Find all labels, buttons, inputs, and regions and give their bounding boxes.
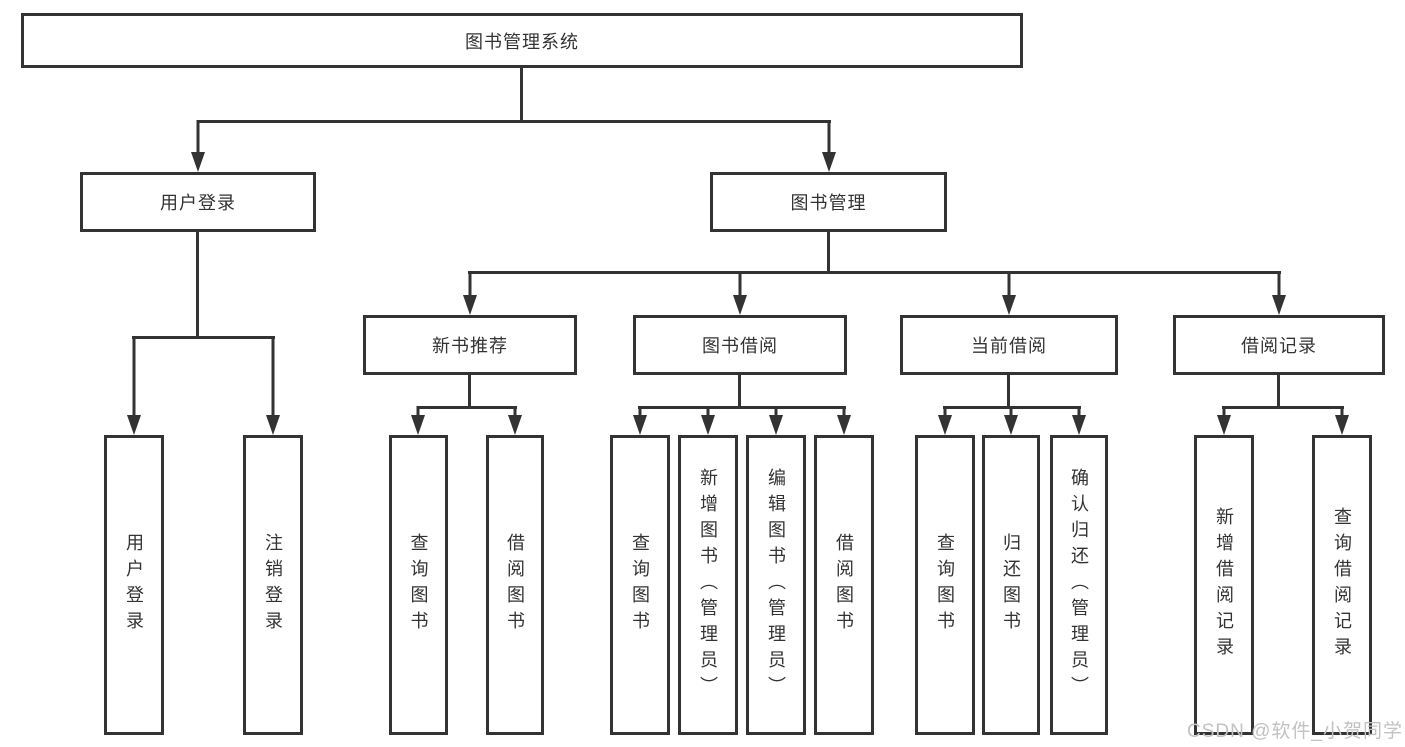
leaf-edit-books-admin: 编辑图书（管理员）: [746, 435, 806, 735]
node-label: 查询图书: [408, 533, 429, 637]
node-label: 确认归还（管理员）: [1069, 468, 1089, 702]
connector-arrow-down: [1004, 406, 1018, 435]
connector-arrow-down: [633, 406, 647, 435]
leaf-logout: 注销登录: [243, 435, 303, 735]
node-label: 查询图书: [935, 533, 955, 637]
connector-arrow-down: [463, 271, 477, 315]
connector-vline: [1007, 375, 1010, 406]
connector-vline: [1277, 375, 1280, 406]
node-label: 归还图书: [1001, 533, 1021, 637]
connector-arrow-down: [1072, 406, 1086, 435]
node-label: 图书管理: [790, 193, 867, 213]
leaf-user-login: 用户登录: [104, 435, 164, 735]
leaf-return-books: 归还图书: [982, 435, 1040, 735]
connector-hline: [1222, 406, 1344, 409]
connector-arrow-down: [837, 406, 851, 435]
leaf-query-borrow-record: 查询借阅记录: [1312, 435, 1372, 735]
node-label: 查询图书: [630, 533, 650, 637]
leaf-borrow-books-recommend: 借阅图书: [486, 435, 544, 735]
node-label: 图书借阅: [702, 336, 778, 356]
node-label: 借阅记录: [1241, 336, 1317, 356]
leaf-add-borrow-record: 新增借阅记录: [1194, 435, 1254, 735]
node-label: 新增借阅记录: [1214, 507, 1234, 663]
node-new-book-recommend: 新书推荐: [363, 315, 577, 375]
connector-arrow-down: [938, 406, 952, 435]
node-label: 借阅图书: [505, 533, 525, 637]
node-book-management: 图书管理: [710, 172, 947, 232]
node-label: 注销登录: [263, 533, 283, 637]
connector-arrow-down: [769, 406, 783, 435]
connector-arrow-down: [508, 406, 522, 435]
watermark-csdn: CSDN @软件_小贺同学: [1187, 721, 1403, 742]
connector-vline: [468, 375, 471, 406]
node-label: 用户登录: [124, 533, 144, 637]
connector-arrow-down: [191, 120, 205, 172]
connector-vline: [738, 375, 741, 406]
node-label: 查询借阅记录: [1332, 507, 1352, 663]
leaf-query-books-current: 查询图书: [915, 435, 975, 735]
connector-hline: [197, 120, 831, 123]
node-label: 用户登录: [160, 193, 236, 213]
node-label: 新书推荐: [432, 336, 508, 356]
leaf-add-books-admin: 新增图书（管理员）: [678, 435, 738, 735]
connector-arrow-down: [733, 271, 747, 315]
node-label: 当前借阅: [971, 336, 1047, 356]
node-book-borrowing: 图书借阅: [633, 315, 847, 375]
node-user-login: 用户登录: [80, 172, 316, 232]
connector-vline: [196, 232, 199, 336]
node-label: 借阅图书: [834, 533, 854, 637]
connector-arrow-down: [1272, 271, 1286, 315]
connector-hline: [132, 336, 275, 339]
connector-arrow-down: [1002, 271, 1016, 315]
node-current-borrowing: 当前借阅: [900, 315, 1118, 375]
node-library-management-system: 图书管理系统: [21, 13, 1023, 68]
connector-arrow-down: [266, 336, 280, 435]
connector-arrow-down: [822, 120, 836, 172]
leaf-query-books-recommend: 查询图书: [389, 435, 448, 735]
node-label: 图书管理系统: [465, 31, 579, 52]
connector-arrow-down: [127, 336, 141, 435]
connector-hline: [468, 271, 1281, 274]
leaf-query-books-borrowing: 查询图书: [610, 435, 670, 735]
connector-vline: [827, 232, 830, 271]
leaf-borrow-books-borrowing: 借阅图书: [814, 435, 874, 735]
connector-hline: [638, 406, 846, 409]
node-label: 编辑图书（管理员）: [766, 468, 786, 702]
node-borrowing-records: 借阅记录: [1173, 315, 1385, 375]
connector-arrow-down: [411, 406, 425, 435]
node-label: 新增图书（管理员）: [698, 468, 718, 702]
connector-hline: [417, 406, 517, 409]
connector-arrow-down: [1217, 406, 1231, 435]
leaf-confirm-return-admin: 确认归还（管理员）: [1050, 435, 1108, 735]
connector-vline: [520, 68, 523, 120]
connector-arrow-down: [1335, 406, 1349, 435]
connector-arrow-down: [701, 406, 715, 435]
